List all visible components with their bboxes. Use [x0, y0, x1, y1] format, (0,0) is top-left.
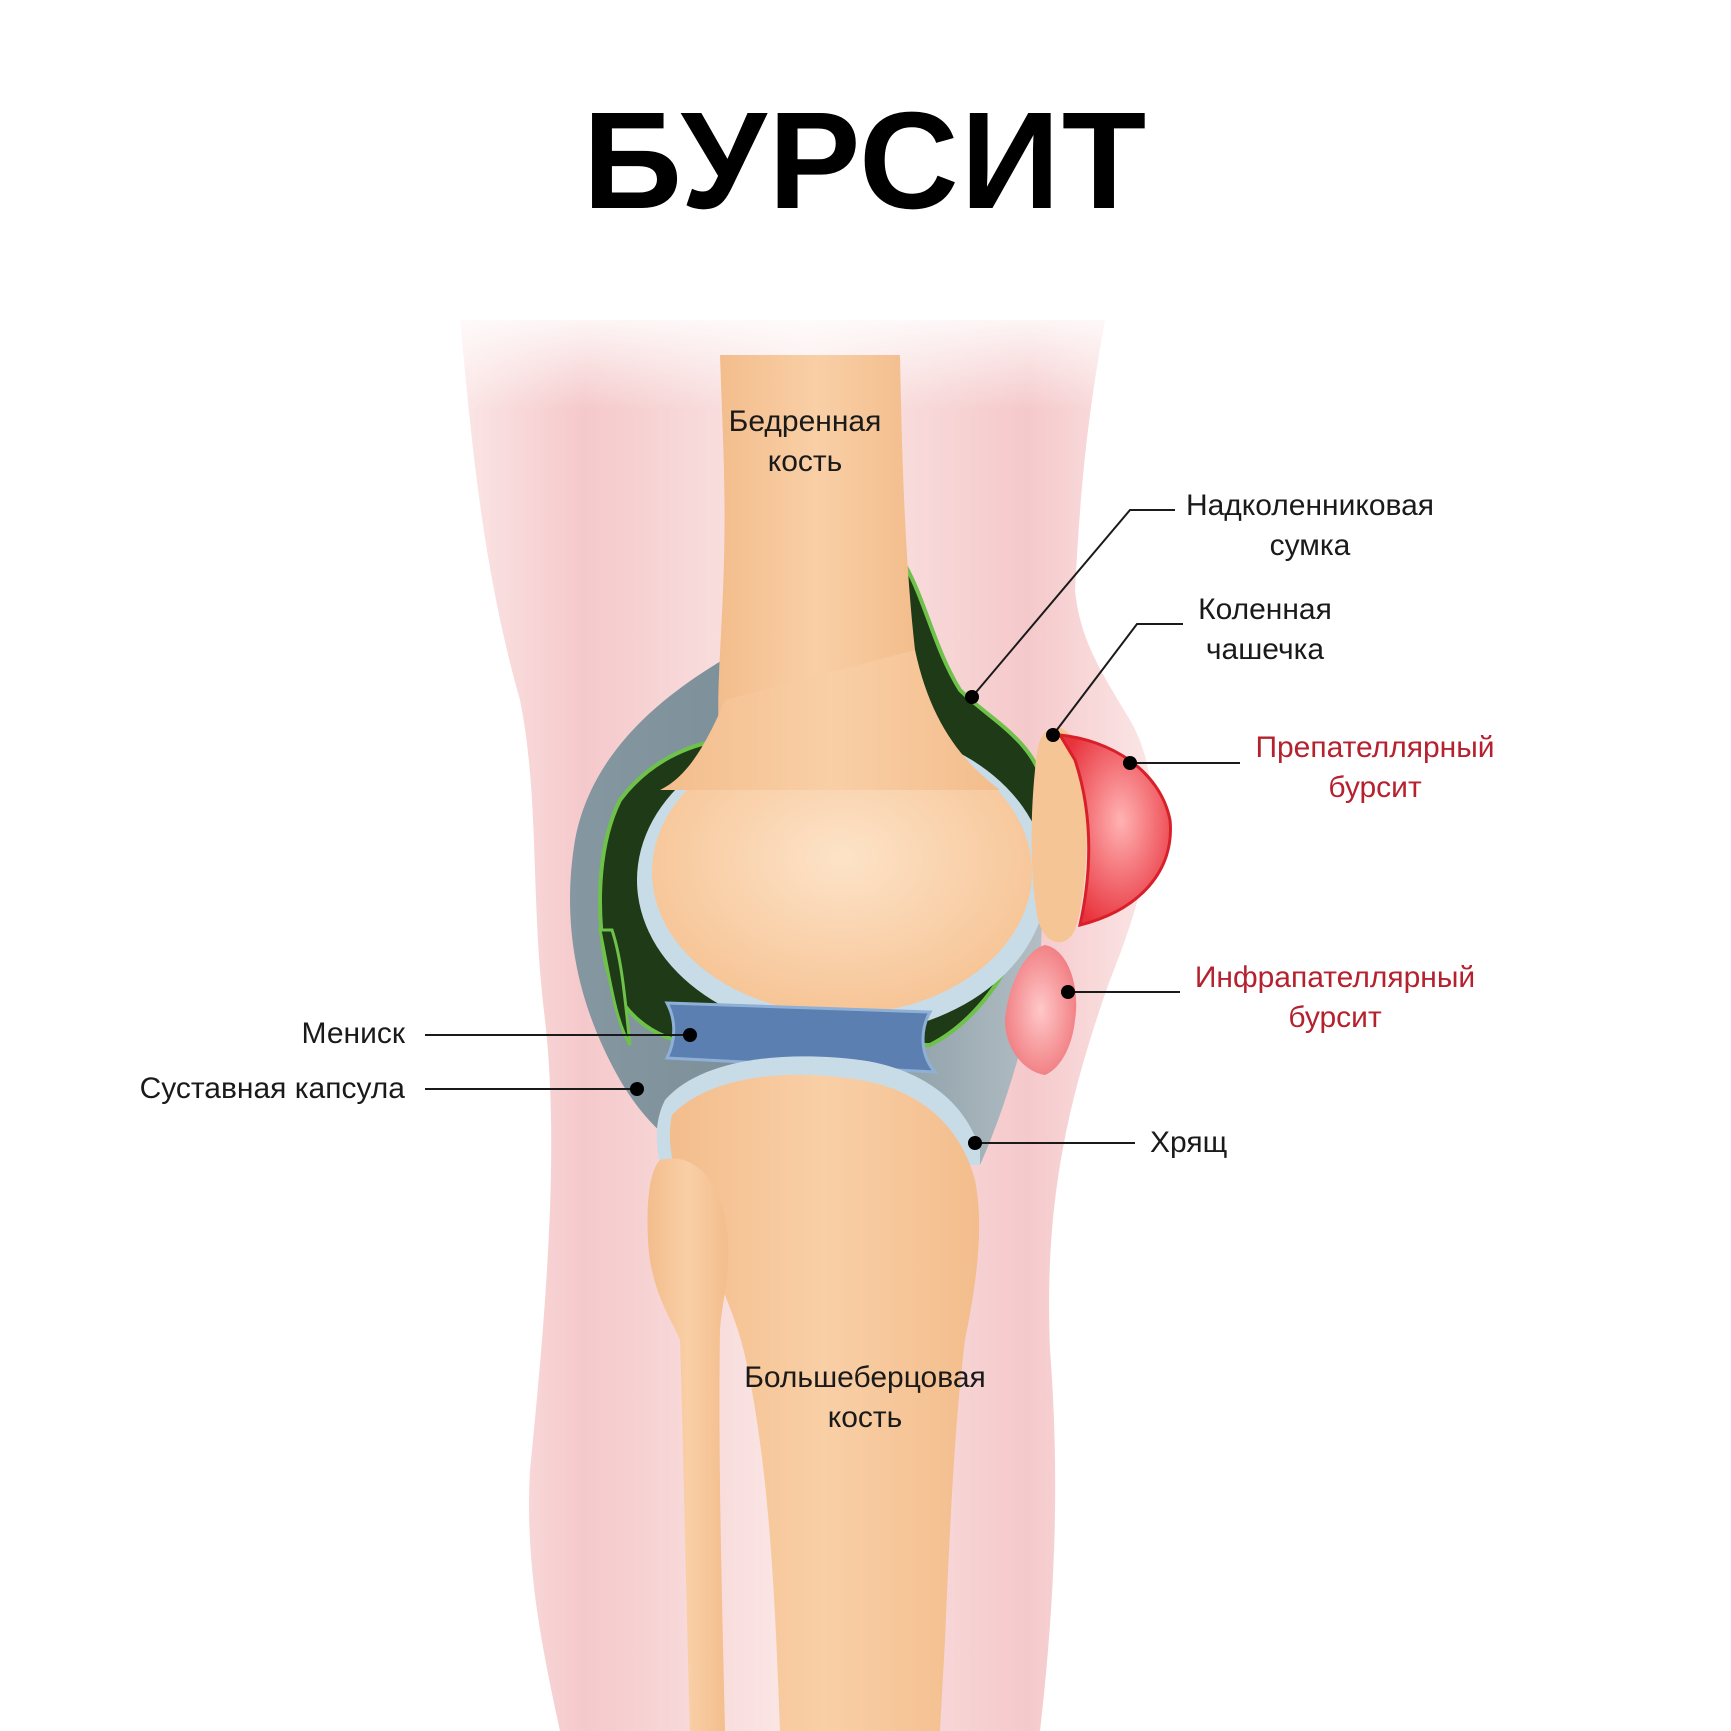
meniscus-shape	[664, 1001, 939, 1074]
page-title: БУРСИТ	[582, 84, 1149, 238]
femur-shaft	[718, 355, 916, 745]
label-suprapatellar-bursa: Надколенниковая сумка	[1185, 489, 1435, 562]
femur-condyle	[652, 730, 1032, 1014]
fibula-bone	[647, 1158, 729, 1731]
capsule-fold-left	[598, 928, 632, 1046]
patella-shape	[1031, 727, 1087, 943]
label-patella: Коленная чашечка	[1198, 593, 1332, 666]
label-infrapatellar-bursitis: Инфрапателлярный бурсит	[1194, 961, 1476, 1034]
leader-dots	[630, 690, 1137, 1150]
label-prepatellar-bursitis: Препателлярный бурсит	[1255, 731, 1495, 804]
label-meniscus: Мениск	[301, 1017, 405, 1050]
leader-lines	[425, 509, 1240, 1144]
label-tibia: Большеберцовая кость	[744, 1361, 986, 1434]
tibia-bone	[669, 1074, 980, 1731]
leader-suprapatellar	[971, 509, 1175, 698]
leader-patella	[1052, 623, 1183, 736]
infrapatellar-bursitis-shape	[1005, 945, 1077, 1075]
label-femur: Бедренная кость	[728, 405, 882, 478]
femur-neck	[660, 650, 1000, 790]
label-cartilage: Хрящ	[1150, 1126, 1228, 1159]
label-joint-capsule: Суставная капсула	[139, 1072, 405, 1105]
